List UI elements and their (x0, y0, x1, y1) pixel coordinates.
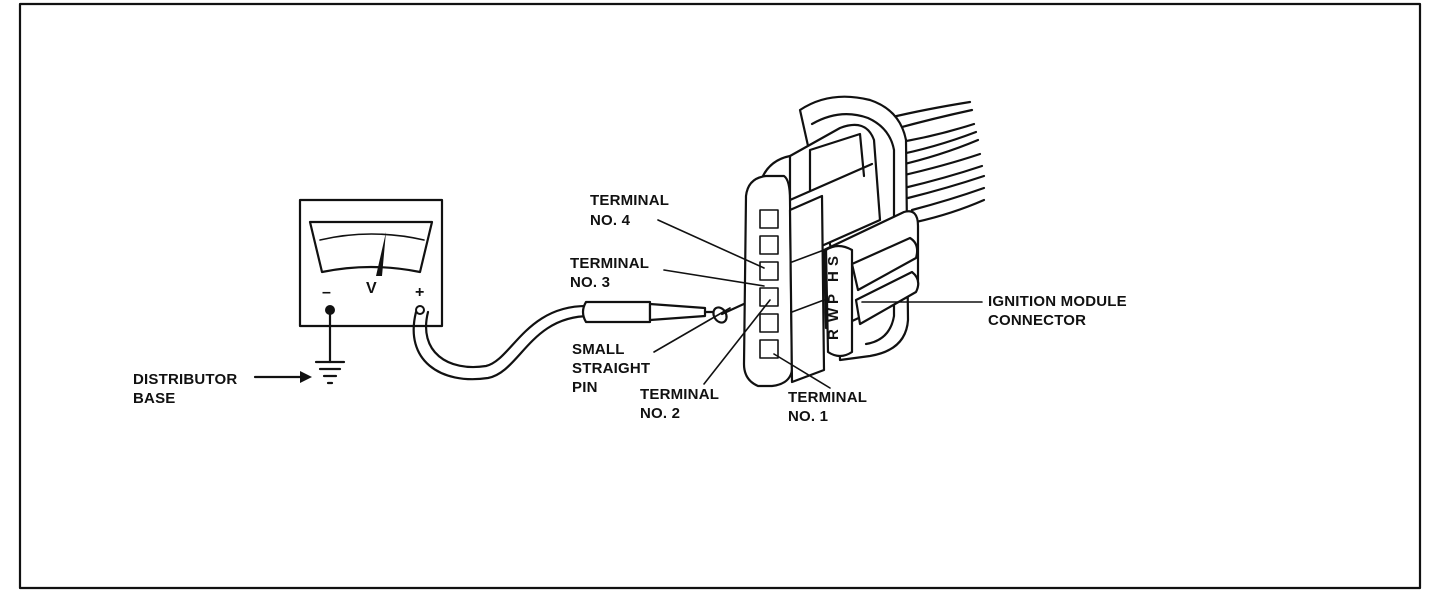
small-straight-pin-label: SMALL STRAIGHT PIN (572, 341, 655, 396)
terminal-4-label: TERMINAL NO. 4 (590, 192, 673, 229)
voltmeter: – V + (298, 198, 444, 328)
terminal-1-callout: TERMINAL NO. 1 (773, 353, 871, 425)
small-straight-pin-callout: SMALL STRAIGHT PIN (572, 307, 731, 396)
terminal-4-callout: TERMINAL NO. 4 (590, 192, 765, 269)
ground-symbol (314, 312, 346, 385)
arrow-head (300, 371, 312, 383)
meter-minus-symbol: – (322, 284, 331, 301)
meter-volt-symbol: V (366, 280, 377, 297)
diagram-frame (18, 2, 1422, 590)
connector-letter-h: H (825, 271, 842, 282)
ignition-module-connector-callout: IGNITION MODULE CONNECTOR (861, 293, 1131, 329)
terminal-2-label: TERMINAL NO. 2 (640, 386, 723, 422)
ignition-module-connector-label: IGNITION MODULE CONNECTOR (988, 293, 1131, 329)
distributor-base-label: DISTRIBUTOR BASE (133, 371, 242, 407)
negative-terminal (325, 305, 335, 315)
terminal-2-callout: TERMINAL NO. 2 (640, 299, 771, 422)
terminal-1-label: TERMINAL NO. 1 (788, 389, 871, 425)
connector-letter-p: P (825, 294, 842, 304)
connector-letter-w: W (825, 307, 842, 322)
connector-letter-r: R (825, 329, 842, 340)
meter-needle (376, 232, 386, 276)
meter-plus-symbol: + (415, 284, 424, 301)
connector-letter-s: S (825, 256, 842, 266)
terminal-3-label: TERMINAL NO. 3 (570, 255, 653, 291)
distributor-base-callout: DISTRIBUTOR BASE (133, 371, 312, 407)
ignition-module-connector: S H P W R (742, 95, 986, 388)
test-probe (581, 300, 717, 324)
test-lead (412, 304, 592, 381)
positive-terminal (415, 305, 425, 315)
terminal-3-callout: TERMINAL NO. 3 (570, 255, 765, 291)
